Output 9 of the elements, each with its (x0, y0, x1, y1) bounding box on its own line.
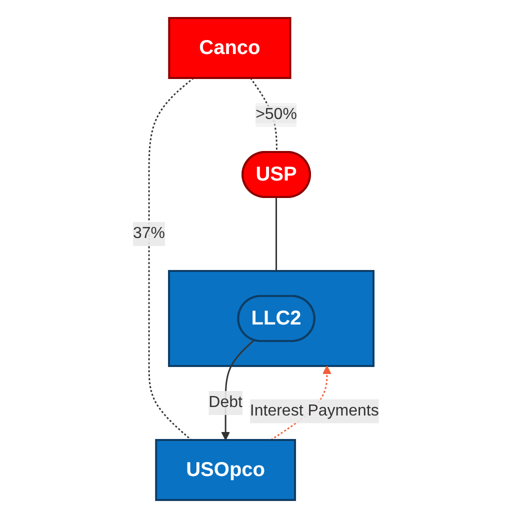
node-box: Canco (168, 16, 292, 78)
connector (148, 76, 194, 440)
cluster (168, 270, 375, 366)
edge-label: Interest Payments (250, 402, 379, 419)
edge-label: Debt (208, 393, 243, 410)
edge-label: >50% (256, 105, 298, 122)
connector (276, 196, 278, 270)
node-box: USOpco (155, 438, 296, 500)
edge-label: 37% (133, 224, 166, 242)
